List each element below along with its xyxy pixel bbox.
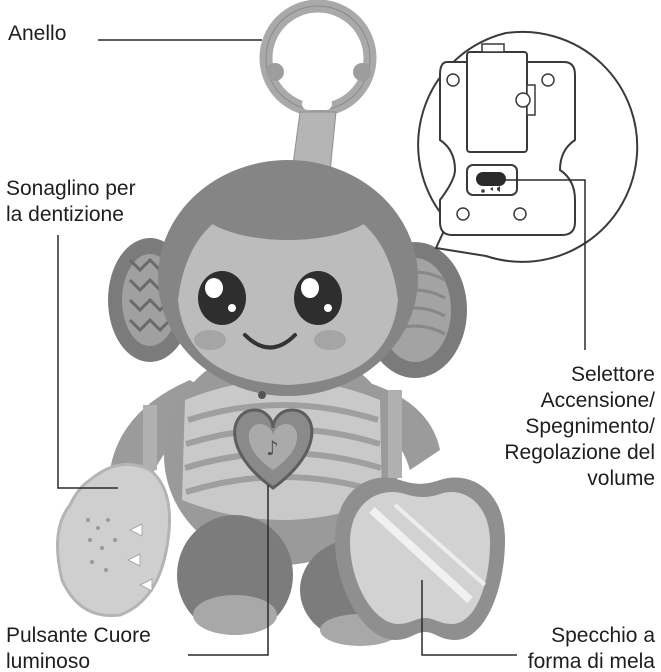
label-mirror: Specchio a forma di mela (527, 624, 655, 672)
monkey-toy-icon: ♪ (108, 160, 467, 646)
apple-mirror-icon (335, 390, 505, 640)
heart-button-icon: ♪ (233, 408, 314, 490)
svg-text:♪: ♪ (266, 436, 279, 460)
ring-icon (259, 0, 377, 117)
leader-lines (57, 39, 586, 656)
label-switch: Selettore Accensione/ Spegnimento/ Regol… (504, 363, 655, 490)
teether-mitten-icon (56, 405, 172, 618)
label-teether: Sonaglino per la dentizione (6, 177, 136, 226)
label-ring: Anello (8, 22, 67, 45)
battery-compartment-icon (439, 43, 576, 236)
label-heart-button: Pulsante Cuore luminoso (6, 624, 151, 672)
slide-switch-icon (466, 164, 518, 196)
switch-inset-bubble (417, 30, 639, 263)
